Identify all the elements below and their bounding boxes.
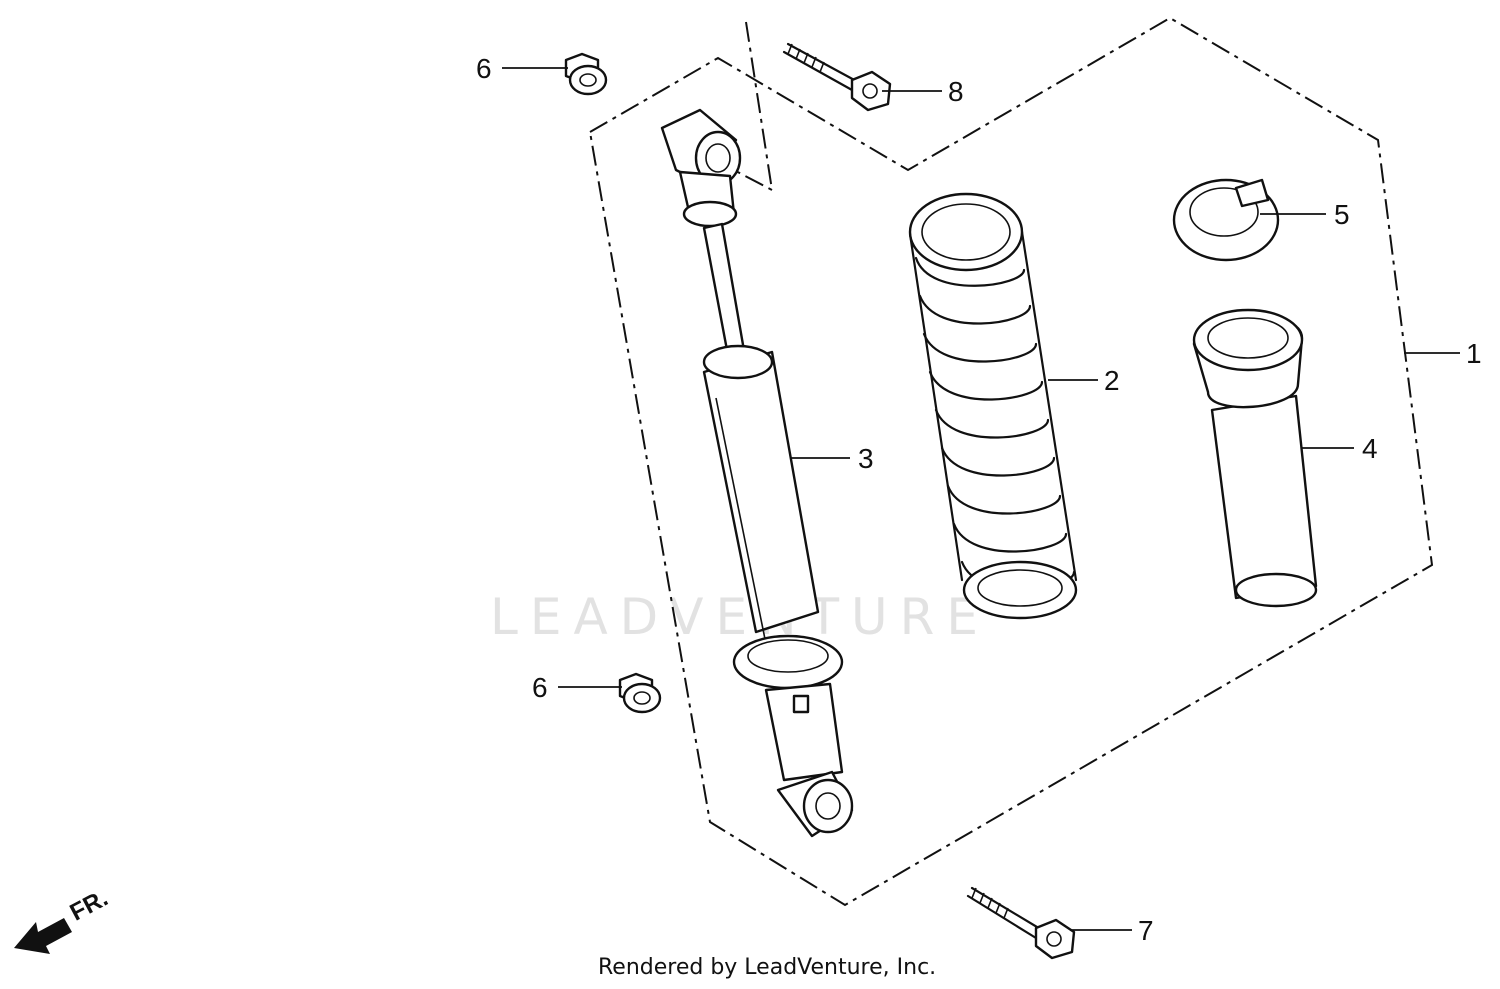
bolt-part-7[interactable]	[966, 886, 1076, 960]
callout-4: 4	[1362, 433, 1378, 464]
bolt-part-8[interactable]	[782, 42, 892, 112]
collar-part-4[interactable]	[1192, 308, 1318, 608]
shock-absorber-part-3[interactable]	[660, 108, 854, 838]
bracket-outline	[729, 21, 774, 192]
spring-seat-part-5[interactable]	[1172, 178, 1280, 262]
callout-2: 2	[1104, 365, 1120, 396]
nut-part-6-top[interactable]	[564, 52, 608, 96]
nut-part-6-bottom[interactable]	[618, 672, 662, 714]
callout-6-top: 6	[476, 53, 492, 84]
callout-1: 1	[1466, 338, 1482, 369]
watermark: LEADVENTURE	[490, 588, 990, 646]
front-direction-arrow	[14, 918, 72, 954]
credit-line: Rendered by LeadVenture, Inc.	[598, 955, 937, 980]
callout-8: 8	[948, 76, 964, 107]
callout-5: 5	[1334, 199, 1350, 230]
callout-3: 3	[858, 443, 874, 474]
spring-part-2[interactable]	[908, 192, 1078, 620]
callout-6-bottom: 6	[532, 672, 548, 703]
assembly-outline	[589, 16, 1434, 907]
callout-7: 7	[1138, 915, 1154, 946]
